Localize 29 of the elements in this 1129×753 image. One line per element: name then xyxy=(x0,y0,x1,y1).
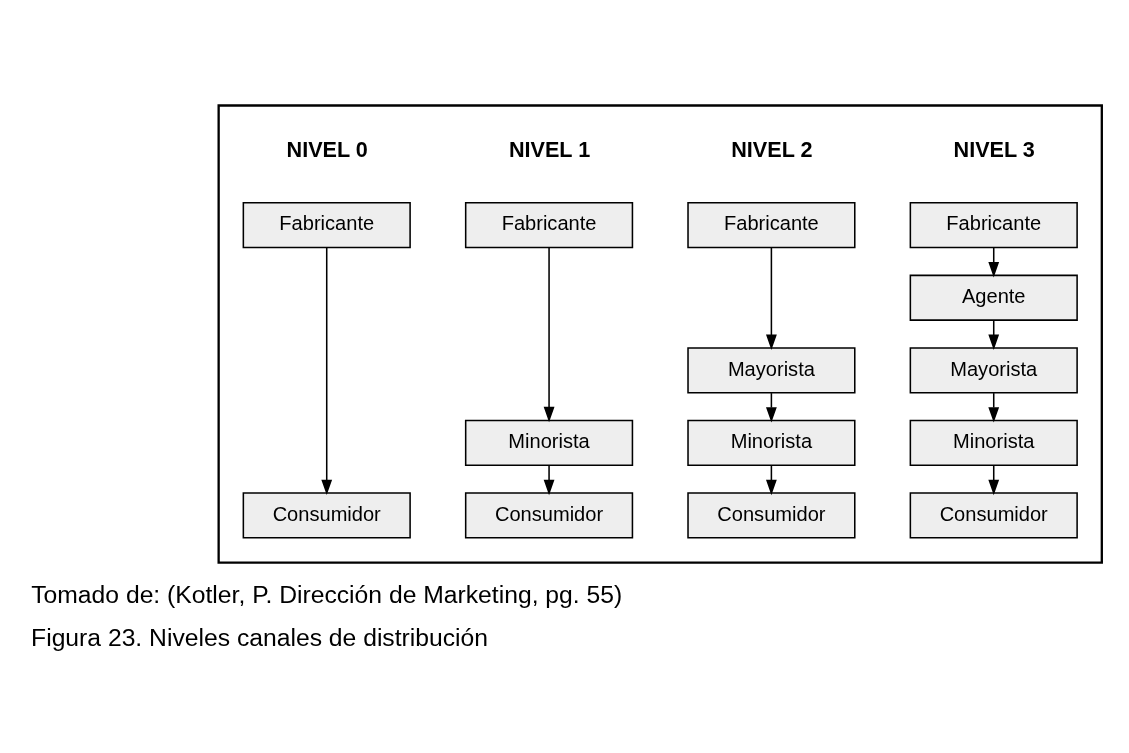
arrow xyxy=(988,464,1000,496)
caption: Figura 23. Niveles canales de distribución xyxy=(31,623,489,651)
arrow xyxy=(988,392,1000,423)
node-box: Minorista xyxy=(687,419,856,467)
arrow xyxy=(543,246,555,423)
node-box: Mayorista xyxy=(909,347,1078,394)
label: Tomado de: (Kotler, P. Dirección de Marketing, pg. 55) xyxy=(31,581,623,609)
arrow xyxy=(543,464,555,496)
arrow xyxy=(988,319,1000,350)
label: NIVEL 0 xyxy=(286,136,368,162)
label: NIVEL 3 xyxy=(953,136,1035,162)
label: NIVEL 2 xyxy=(731,136,813,162)
node-box: Consumidor xyxy=(909,492,1078,539)
node-box: Consumidor xyxy=(687,492,856,539)
arrow xyxy=(988,247,1000,278)
arrow xyxy=(321,247,333,496)
node-box: Consumidor xyxy=(242,492,411,539)
node-box: Consumidor xyxy=(464,492,634,539)
cluster xyxy=(217,104,1103,564)
node-box: Minorista xyxy=(464,419,634,467)
node-box: Fabricante xyxy=(687,202,856,249)
label: NIVEL 1 xyxy=(508,136,591,162)
node-box: Fabricante xyxy=(909,202,1078,249)
node-box: Mayorista xyxy=(687,347,856,394)
node-box: Minorista xyxy=(909,419,1078,467)
arrow xyxy=(766,246,777,351)
node-box: Agente xyxy=(909,274,1078,321)
node-box: Fabricante xyxy=(464,202,634,249)
node-box: Fabricante xyxy=(242,202,411,249)
